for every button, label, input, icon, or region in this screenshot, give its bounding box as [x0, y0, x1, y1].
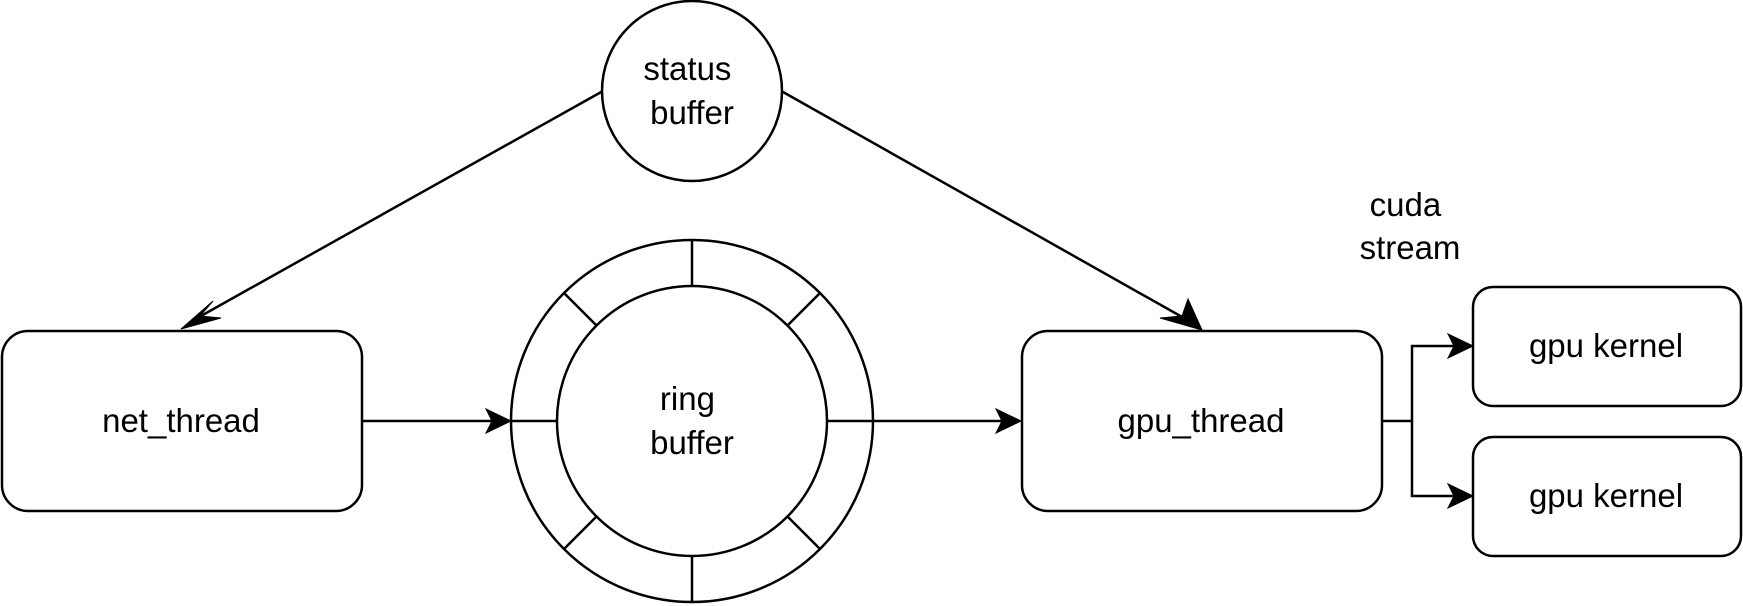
ring-buffer-inner-circle — [555, 284, 829, 558]
gpu-kernel-1-box — [1471, 285, 1743, 408]
edge-status-to-gpu-thread — [782, 90, 1192, 324]
gpu-kernel-1-label: gpu kernel — [1529, 327, 1683, 364]
status-buffer-label-line-1: status — [643, 50, 731, 87]
node-ring-buffer: ring buffer — [509, 238, 875, 604]
status-buffer-circle — [600, 0, 784, 183]
arrowhead-gpu-kernel-1 — [1446, 332, 1475, 360]
svg-text:status buffer: status buffer — [643, 50, 740, 131]
edge-branch-to-gpu-kernel-2 — [1410, 421, 1457, 498]
svg-text:gpu_thread: gpu_thread — [1118, 402, 1285, 439]
cuda-stream-label-line-1: cuda — [1370, 186, 1442, 223]
node-gpu-kernel-1: gpu kernel — [1471, 285, 1743, 408]
svg-text:gpu kernel: gpu kernel — [1529, 327, 1683, 364]
ring-divider-bottom-left — [563, 515, 598, 550]
arrowhead-net-thread — [180, 300, 222, 330]
svg-text:cuda stream: cuda stream — [1360, 186, 1461, 266]
node-gpu-kernel-2: gpu kernel — [1471, 435, 1743, 558]
arrowhead-gpu-kernel-2 — [1446, 482, 1475, 510]
edge-status-to-net-thread — [191, 89, 604, 323]
edges — [180, 89, 1475, 510]
ring-buffer-label-line-1: ring — [660, 380, 715, 417]
edge-branch-to-gpu-kernel-1 — [1410, 344, 1457, 421]
ring-buffer-dividers — [511, 240, 873, 602]
node-gpu-thread: gpu_thread — [1020, 329, 1384, 513]
gpu-kernel-2-box — [1471, 435, 1743, 558]
svg-text:ring buffer: ring buffer — [650, 380, 734, 461]
ring-divider-bottom-right — [786, 515, 821, 550]
ring-divider-top-right — [786, 292, 821, 327]
net-thread-label: net_thread — [102, 402, 260, 439]
net-thread-box — [0, 329, 364, 513]
gpu-thread-box — [1020, 329, 1384, 513]
node-net-thread: net_thread — [0, 329, 364, 513]
ring-divider-top-left — [563, 292, 598, 327]
gpu-kernel-2-label: gpu kernel — [1529, 477, 1683, 514]
node-cuda-stream: cuda stream — [1360, 186, 1461, 266]
svg-text:net_thread: net_thread — [102, 402, 260, 439]
status-buffer-label-line-2: buffer — [650, 94, 734, 131]
gpu-thread-label: gpu_thread — [1118, 402, 1285, 439]
cuda-stream-label-line-2: stream — [1360, 229, 1461, 266]
ring-buffer-label-line-2: buffer — [650, 424, 734, 461]
arrowhead-gpu-thread-left — [994, 407, 1023, 435]
svg-text:gpu kernel: gpu kernel — [1529, 477, 1683, 514]
arrowhead-gpu-thread-top — [1159, 297, 1203, 331]
node-status-buffer: status buffer — [600, 0, 784, 183]
arrowhead-ring-buffer — [484, 407, 513, 435]
